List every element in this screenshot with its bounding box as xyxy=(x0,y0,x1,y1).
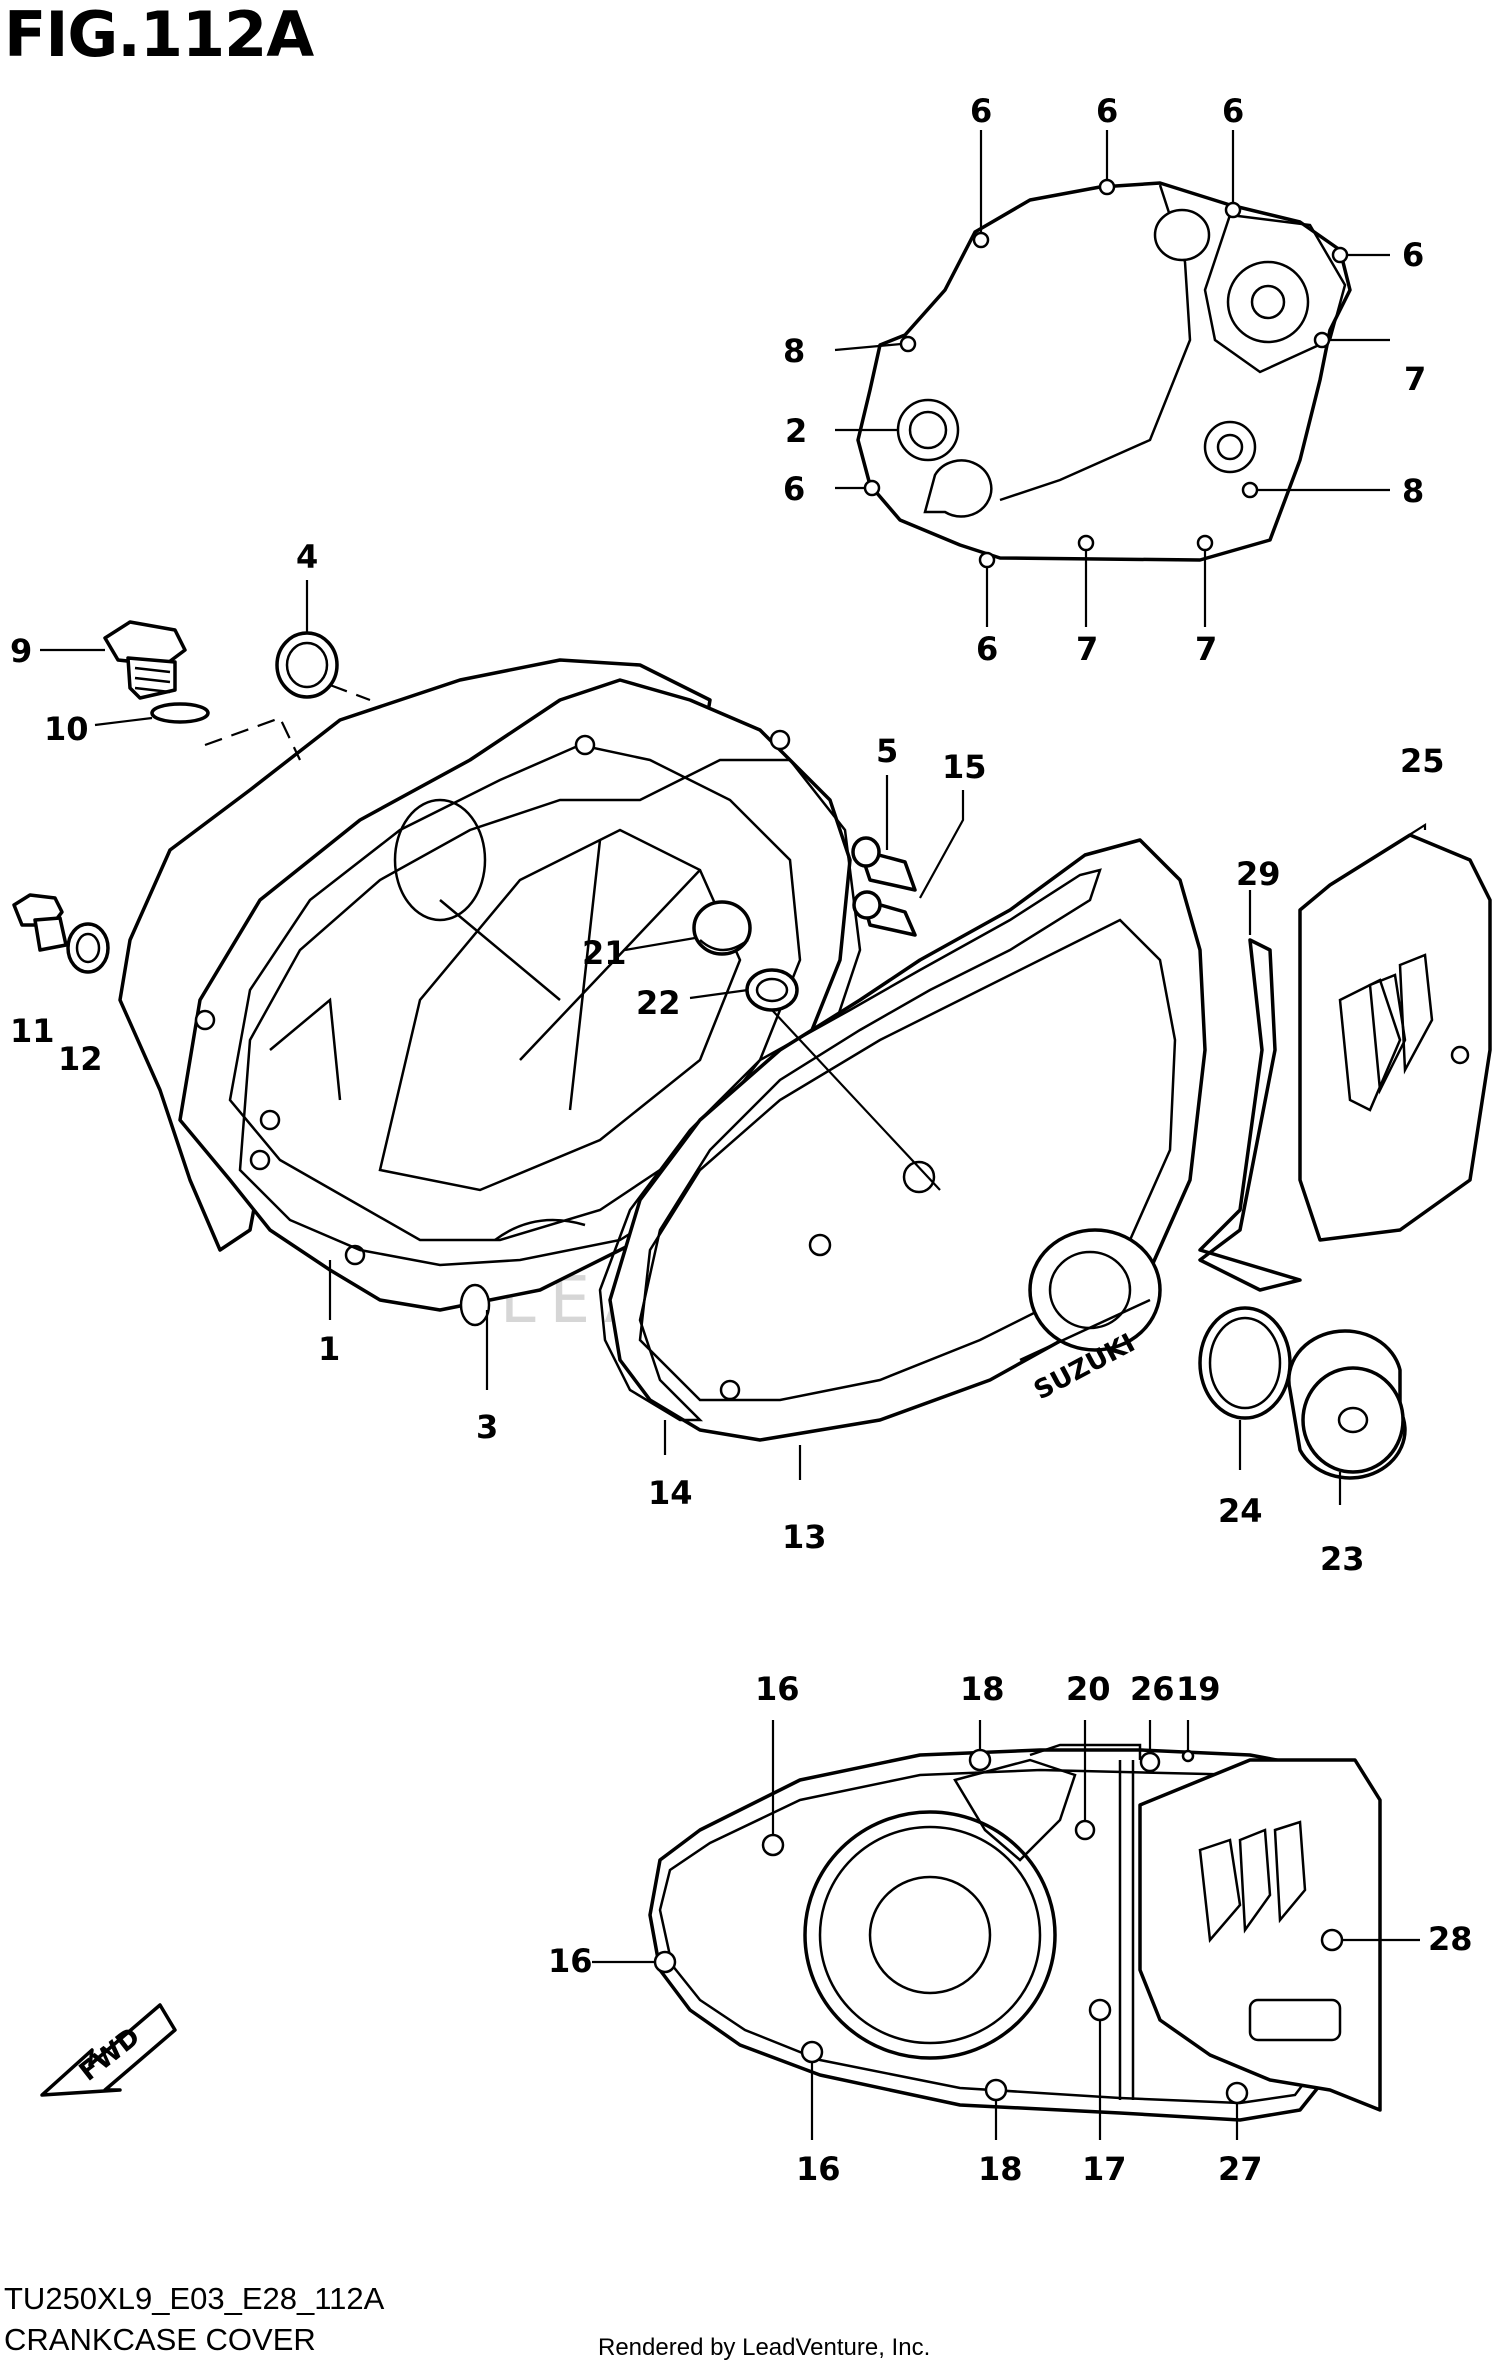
callout-13: 13 xyxy=(782,1518,827,1556)
callout-6: 6 xyxy=(1222,92,1245,130)
callout-6: 6 xyxy=(1096,92,1119,130)
callout-19: 19 xyxy=(1176,1670,1221,1708)
callout-22: 22 xyxy=(636,984,681,1022)
callout-1: 1 xyxy=(318,1330,341,1368)
callout-3: 3 xyxy=(476,1408,499,1446)
callout-8: 8 xyxy=(1402,472,1425,510)
callout-16: 16 xyxy=(755,1670,800,1708)
callout-7: 7 xyxy=(1076,630,1099,668)
drain-plug-11 xyxy=(12,893,68,952)
callout-7: 7 xyxy=(1195,630,1218,668)
diagram-code: TU250XL9_E03_E28_112A xyxy=(4,2281,385,2316)
callout-4: 4 xyxy=(296,538,319,576)
callout-23: 23 xyxy=(1320,1540,1365,1578)
callout-28: 28 xyxy=(1428,1920,1473,1958)
callout-6: 6 xyxy=(1402,236,1425,274)
oil-seal-4 xyxy=(275,631,339,699)
callout-7: 7 xyxy=(1404,360,1427,398)
callout-9: 9 xyxy=(10,632,33,670)
callout-5: 5 xyxy=(876,732,899,770)
render-credit: Rendered by LeadVenture, Inc. xyxy=(598,2334,931,2361)
oil-filler-plug-9 xyxy=(103,620,187,700)
callout-16: 16 xyxy=(548,1942,593,1980)
callout-27: 27 xyxy=(1218,2150,1263,2188)
leader-lines xyxy=(40,130,1427,2140)
callout-17: 17 xyxy=(1082,2150,1127,2188)
callout-14: 14 xyxy=(648,1474,693,1512)
callout-6: 6 xyxy=(970,92,993,130)
callout-6: 6 xyxy=(783,470,806,508)
callout-24: 24 xyxy=(1218,1492,1263,1530)
callout-26: 26 xyxy=(1130,1670,1175,1708)
callout-12: 12 xyxy=(58,1040,103,1078)
dowel-pins-5-15 xyxy=(851,836,917,937)
figure-title: FIG.112A xyxy=(4,0,314,71)
callout-29: 29 xyxy=(1236,855,1281,893)
o-ring-22 xyxy=(745,968,799,1012)
magneto-cover-assembled xyxy=(648,1743,1382,2122)
callout-10: 10 xyxy=(44,710,89,748)
gasket-3 xyxy=(238,758,862,1267)
callout-20: 20 xyxy=(1066,1670,1111,1708)
callout-25: 25 xyxy=(1400,742,1445,780)
clutch-cover-outer xyxy=(856,178,1352,569)
callout-18: 18 xyxy=(978,2150,1023,2188)
side-cover-25 xyxy=(1298,833,1492,1242)
callout-21: 21 xyxy=(582,934,627,972)
gasket-12 xyxy=(66,922,110,974)
o-ring-24 xyxy=(1198,1306,1292,1420)
plug-21 xyxy=(692,900,752,956)
forward-direction-arrow: FWD xyxy=(40,2003,177,2097)
callout-6: 6 xyxy=(976,630,999,668)
callout-2: 2 xyxy=(785,412,808,450)
gasket-29 xyxy=(1198,938,1302,1292)
section-name: CRANKCASE COVER xyxy=(4,2322,316,2357)
cap-23 xyxy=(1287,1329,1407,1480)
callout-11: 11 xyxy=(10,1012,55,1050)
callout-16: 16 xyxy=(796,2150,841,2188)
callout-8: 8 xyxy=(783,332,806,370)
callout-15: 15 xyxy=(942,748,987,786)
gasket-14 xyxy=(598,868,1102,1422)
callout-18: 18 xyxy=(960,1670,1005,1708)
o-ring-10 xyxy=(150,702,210,724)
